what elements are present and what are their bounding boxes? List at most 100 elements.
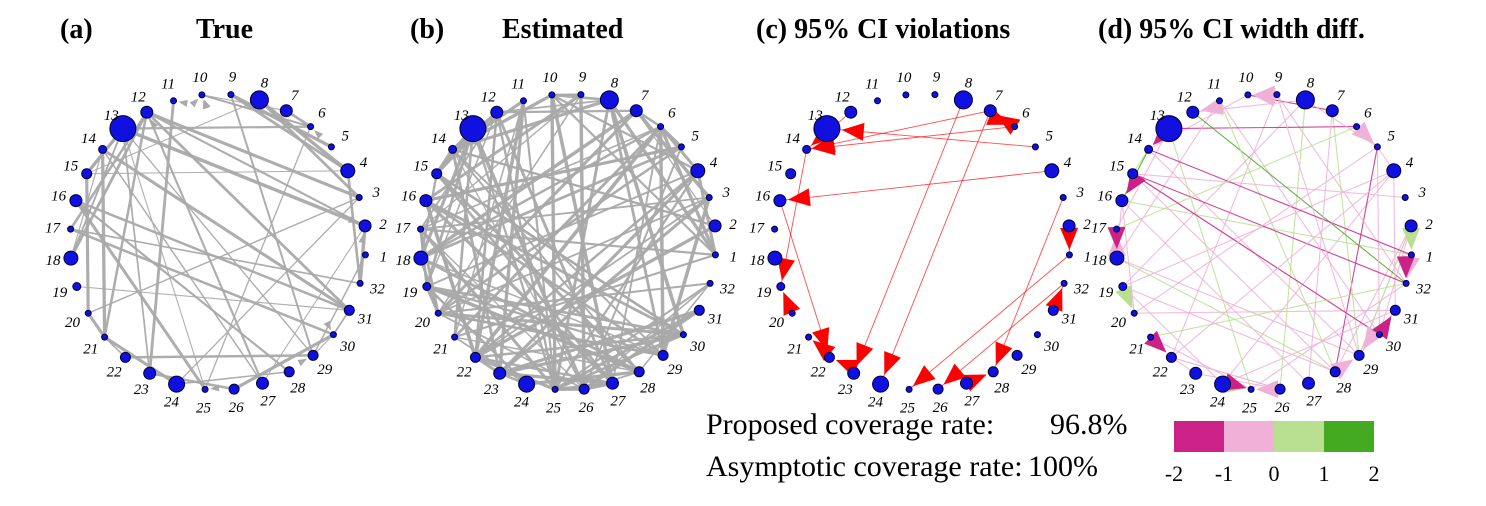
node-label: 4 xyxy=(360,155,368,171)
network-node xyxy=(1302,376,1315,390)
network-edge xyxy=(451,149,502,374)
network-node xyxy=(805,333,813,341)
width-diff-arrowhead xyxy=(1330,359,1354,380)
node-label: 14 xyxy=(1127,131,1143,147)
width-diff-edge xyxy=(1121,200,1309,384)
network-edge xyxy=(608,98,717,256)
edge-arrowhead xyxy=(178,100,188,107)
network-node xyxy=(1353,123,1361,131)
edge-arrowhead xyxy=(297,358,307,367)
network-node xyxy=(693,304,705,316)
node-label: 1 xyxy=(1084,250,1092,266)
node-label: 10 xyxy=(192,70,208,86)
node-label: 4 xyxy=(1406,155,1414,171)
violation-arrowhead xyxy=(856,342,874,366)
node-label: 21 xyxy=(433,342,448,358)
network-node xyxy=(1329,366,1341,378)
node-label: 10 xyxy=(1238,70,1254,86)
node-label: 13 xyxy=(808,108,823,124)
node-label: 3 xyxy=(372,185,381,201)
network-edge xyxy=(661,196,711,356)
network-edge xyxy=(554,170,699,391)
network-edge xyxy=(122,128,206,390)
node-label: 16 xyxy=(401,189,417,205)
network-node xyxy=(706,279,714,287)
node-label: 26 xyxy=(579,400,595,416)
edge-arrowhead xyxy=(348,216,358,223)
network-node xyxy=(1401,194,1409,201)
node-label: 24 xyxy=(868,394,884,410)
node-label: 11 xyxy=(865,77,879,93)
network-node xyxy=(343,304,355,316)
violation-arrowhead xyxy=(783,292,801,316)
colorbar-tick: -1 xyxy=(1214,461,1234,486)
node-label: 31 xyxy=(1403,312,1419,328)
network-node xyxy=(170,97,177,105)
node-label: 6 xyxy=(668,106,676,122)
node-label: 23 xyxy=(134,382,149,398)
node-label: 9 xyxy=(579,70,587,86)
node-label: 18 xyxy=(46,253,62,269)
network-node xyxy=(1189,366,1203,380)
network-node xyxy=(1047,304,1059,316)
network-edge xyxy=(583,146,683,390)
violation-edge xyxy=(853,99,964,374)
node-label: 12 xyxy=(1177,90,1193,106)
node-label: 3 xyxy=(1418,185,1427,201)
network-node xyxy=(1060,279,1068,287)
panel-d-title-text: 95% CI width diff. xyxy=(1139,14,1365,45)
node-label: 14 xyxy=(785,131,801,147)
network-edge xyxy=(122,126,366,228)
node-label: 32 xyxy=(369,282,386,298)
node-label: 12 xyxy=(131,90,147,106)
width-diff-edge xyxy=(1132,173,1380,336)
width-diff-edge xyxy=(1276,94,1360,356)
width-diff-edge xyxy=(1218,100,1336,373)
edge-arrowhead xyxy=(81,206,91,215)
node-label: 5 xyxy=(1387,128,1395,144)
width-diff-edge xyxy=(1168,128,1252,390)
network-node xyxy=(431,168,443,180)
node-label: 30 xyxy=(689,339,706,355)
node-label: 4 xyxy=(710,155,718,171)
width-diff-edge xyxy=(1393,170,1396,311)
network-edge xyxy=(608,99,665,356)
network-node xyxy=(249,90,269,110)
network-node xyxy=(1059,194,1067,201)
node-label: 22 xyxy=(457,365,473,381)
network-node xyxy=(459,115,487,143)
node-label: 24 xyxy=(514,394,530,410)
node-label: 23 xyxy=(484,382,499,398)
network-edge xyxy=(230,93,333,149)
network-node xyxy=(679,331,687,339)
width-diff-edge xyxy=(1171,170,1395,358)
colorbar xyxy=(1174,421,1374,452)
network-edge xyxy=(473,100,526,358)
edge-arrowhead xyxy=(358,233,366,244)
node-label: 20 xyxy=(1111,315,1127,331)
network-node xyxy=(711,251,719,259)
network-node xyxy=(307,123,315,131)
network-node xyxy=(361,251,369,259)
network-edge xyxy=(201,94,311,128)
panel-c-title: (c) 95% CI violations xyxy=(756,14,1010,46)
violation-edge xyxy=(908,254,1070,390)
network-edge xyxy=(146,110,360,199)
panel-b-label: (b) xyxy=(410,14,445,45)
node-label: 16 xyxy=(1097,189,1113,205)
network-node xyxy=(657,349,669,361)
colorbar-tick: 2 xyxy=(1368,461,1380,486)
network-edge xyxy=(659,125,683,149)
network-node xyxy=(548,91,556,99)
network-edge xyxy=(103,111,149,338)
network-edge xyxy=(607,99,686,336)
network-node xyxy=(872,375,890,393)
network-node xyxy=(1033,331,1041,339)
edge-arrowhead xyxy=(210,384,220,392)
width-diff-arrowhead xyxy=(1396,256,1415,279)
network-node xyxy=(413,250,429,266)
width-diff-edge xyxy=(1276,94,1407,284)
width-diff-edge xyxy=(1133,146,1378,314)
panel-a-label: (a) xyxy=(60,14,93,45)
network-edge xyxy=(474,112,498,358)
